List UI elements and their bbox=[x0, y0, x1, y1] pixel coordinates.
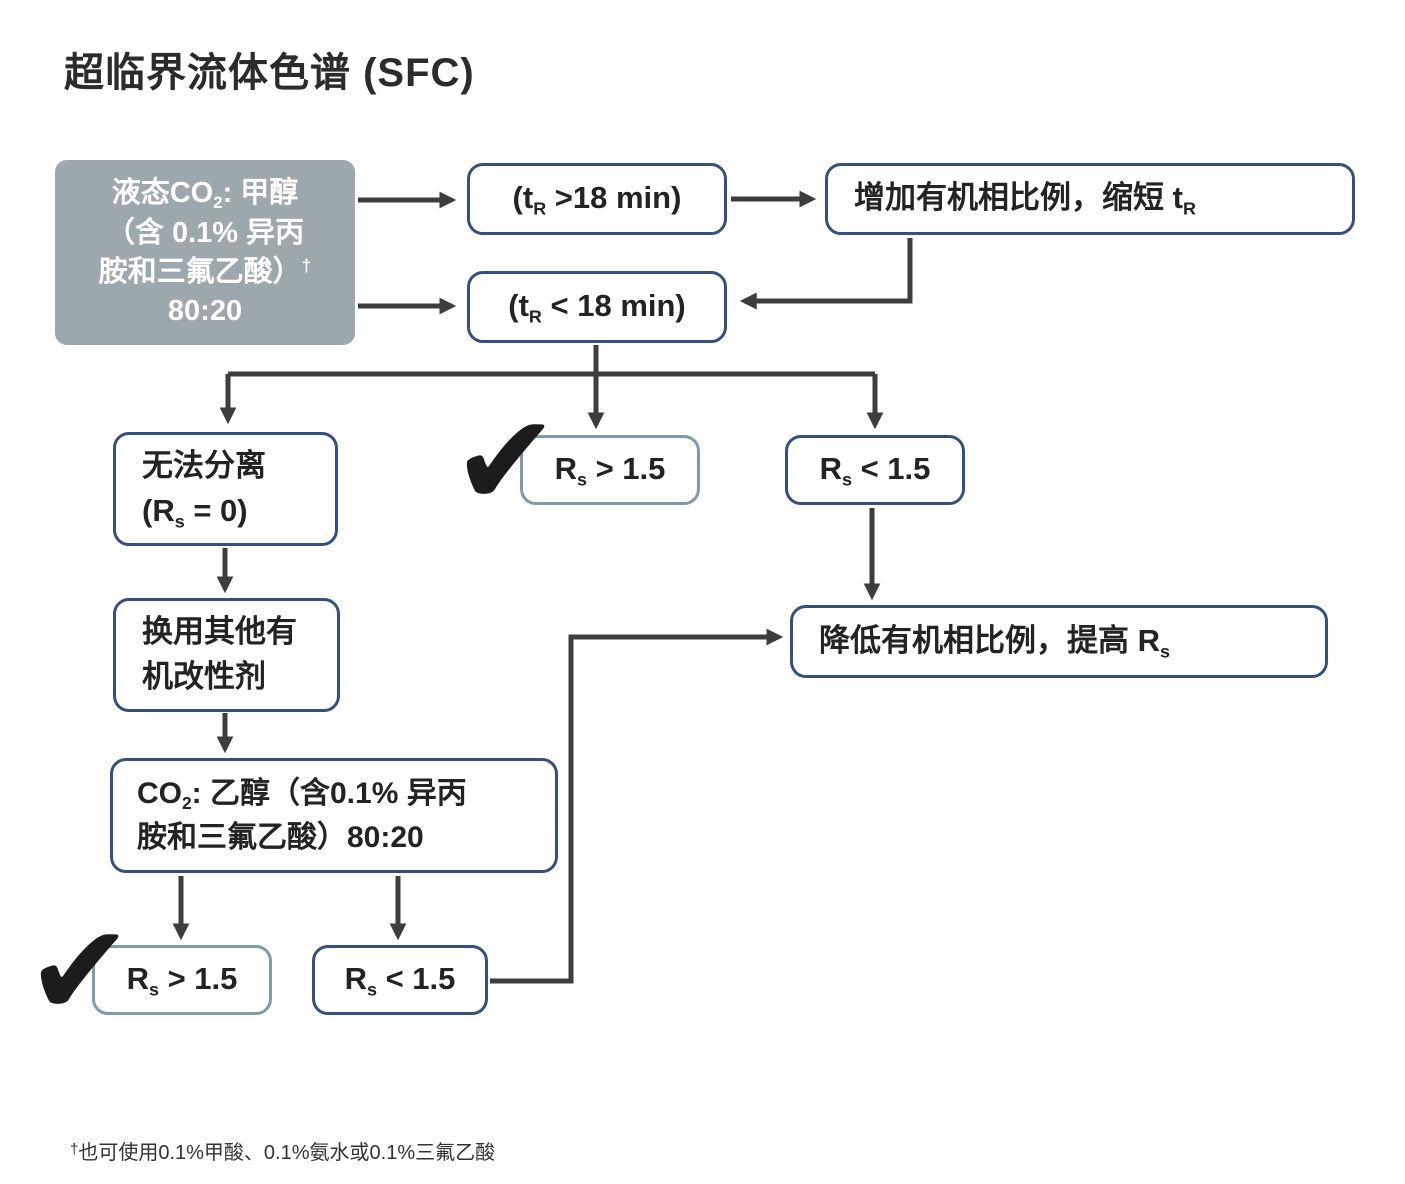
box-decrease-organic: 降低有机相比例，提高 Rs bbox=[790, 605, 1328, 678]
text-segment: （含 0.1% 异丙 bbox=[105, 217, 305, 250]
checkmark-icon: ✔ bbox=[452, 387, 560, 536]
text-segment: s bbox=[1160, 641, 1171, 662]
text-line: 胺和三氟乙酸）80:20 bbox=[137, 816, 424, 860]
text-segment: R bbox=[344, 961, 367, 997]
text-line: 机改性剂 bbox=[142, 655, 266, 700]
text-segment: 2 bbox=[213, 192, 223, 212]
text-segment: : 甲醇 bbox=[222, 176, 299, 209]
text-segment: t bbox=[1172, 180, 1183, 216]
text-segment: R bbox=[528, 306, 542, 327]
text-segment: R bbox=[554, 451, 577, 487]
text-segment: R bbox=[126, 961, 149, 997]
text-segment: = 0) bbox=[184, 492, 248, 528]
box-start-mobile-phase: 液态CO2: 甲醇 （含 0.1% 异丙 胺和三氟乙酸）† 80:20 bbox=[55, 160, 355, 345]
text-segment: 0.1% bbox=[330, 776, 399, 810]
text-segment: 80:20 bbox=[167, 295, 243, 328]
text-line: 液态CO2: 甲醇 bbox=[112, 174, 299, 215]
text-segment: CO bbox=[137, 776, 182, 810]
dagger-icon: † bbox=[301, 255, 312, 276]
text-segment: R bbox=[1182, 198, 1196, 219]
checkmark-icon: ✔ bbox=[26, 897, 134, 1046]
text-segment: s bbox=[841, 469, 852, 490]
box-rs-pass-bottom: Rs > 1.5 bbox=[92, 945, 272, 1015]
text-segment: 增加有机相比例，缩短 bbox=[854, 180, 1173, 216]
text-segment: s bbox=[148, 979, 159, 1000]
text-segment: > 1.5 bbox=[158, 961, 238, 997]
text-line: （含 0.1% 异丙 bbox=[106, 214, 304, 253]
text-segment: R bbox=[1137, 622, 1161, 658]
text-segment: s bbox=[174, 511, 185, 532]
box-rs-fail-bottom: Rs < 1.5 bbox=[312, 945, 488, 1015]
text-segment: R bbox=[533, 198, 547, 219]
text-line: 降低有机相比例，提高 Rs bbox=[819, 619, 1170, 664]
footnote: †也可使用0.1%甲酸、0.1%氨水或0.1%三氟乙酸 bbox=[70, 1136, 495, 1165]
text-line: Rs < 1.5 bbox=[820, 447, 931, 492]
text-line: 无法分离 bbox=[142, 444, 266, 489]
text-segment: 降低有机相比例，提高 bbox=[819, 622, 1138, 658]
text-line: (Rs = 0) bbox=[142, 489, 248, 534]
text-segment: 液态CO bbox=[111, 176, 214, 209]
text-line: (tR >18 min) bbox=[513, 176, 682, 221]
text-line: (tR < 18 min) bbox=[508, 284, 686, 329]
text-line: Rs > 1.5 bbox=[127, 957, 238, 1002]
text-line: Rs < 1.5 bbox=[345, 957, 456, 1002]
text-segment: > 1.5 bbox=[586, 451, 666, 487]
page-title: 超临界流体色谱 (SFC) bbox=[64, 51, 475, 95]
text-segment: >18 min) bbox=[546, 180, 682, 216]
box-co2-ethanol: CO2: 乙醇（含0.1% 异丙 胺和三氟乙酸）80:20 bbox=[110, 758, 558, 873]
footnote-text: 也可使用0.1%甲酸、0.1%氨水或0.1%三氟乙酸 bbox=[78, 1142, 496, 1164]
text-segment: 换用其他有 bbox=[142, 614, 297, 650]
text-segment: 异丙 bbox=[398, 776, 467, 810]
box-increase-organic: 增加有机相比例，缩短 tR bbox=[825, 163, 1355, 235]
box-rs-fail-mid: Rs < 1.5 bbox=[785, 435, 965, 505]
text-segment: 机改性剂 bbox=[142, 659, 266, 694]
text-segment: 无法分离 bbox=[142, 447, 266, 483]
box-tr-lt-18min: (tR < 18 min) bbox=[467, 271, 727, 343]
text-segment: < 1.5 bbox=[851, 451, 931, 487]
text-line: 胺和三氟乙酸）† bbox=[99, 253, 312, 292]
text-segment: 2 bbox=[182, 792, 192, 813]
text-line: 换用其他有 bbox=[142, 610, 297, 655]
text-segment: 胺和三氟乙酸） bbox=[98, 256, 302, 289]
text-segment: s bbox=[366, 979, 377, 1000]
text-segment: s bbox=[576, 469, 587, 490]
text-segment: < 18 min) bbox=[541, 288, 686, 324]
box-change-modifier: 换用其他有 机改性剂 bbox=[113, 598, 340, 712]
text-segment: 胺和三氟乙酸） bbox=[137, 820, 347, 854]
text-line: Rs > 1.5 bbox=[555, 447, 666, 492]
text-segment: (R bbox=[142, 492, 175, 528]
text-line: 增加有机相比例，缩短 tR bbox=[854, 176, 1196, 221]
text-segment: 80:20 bbox=[347, 820, 424, 854]
text-line: CO2: 乙醇（含0.1% 异丙 bbox=[137, 772, 467, 816]
text-segment: R bbox=[819, 451, 842, 487]
text-line: 80:20 bbox=[168, 292, 242, 331]
box-rs-pass-mid: Rs > 1.5 bbox=[520, 435, 700, 505]
box-no-separation: 无法分离 (Rs = 0) bbox=[113, 432, 338, 546]
box-tr-gt-18min: (tR >18 min) bbox=[467, 163, 727, 235]
arrow-rs-fail-bottom-to-decrease bbox=[490, 628, 784, 984]
text-segment: : 乙醇（含 bbox=[191, 776, 330, 810]
arrow-increase-to-tr-short bbox=[739, 238, 913, 310]
text-segment: < 1.5 bbox=[376, 961, 456, 997]
text-segment: (t bbox=[512, 180, 534, 216]
text-segment: (t bbox=[508, 288, 529, 324]
dagger-icon: † bbox=[70, 1140, 79, 1158]
